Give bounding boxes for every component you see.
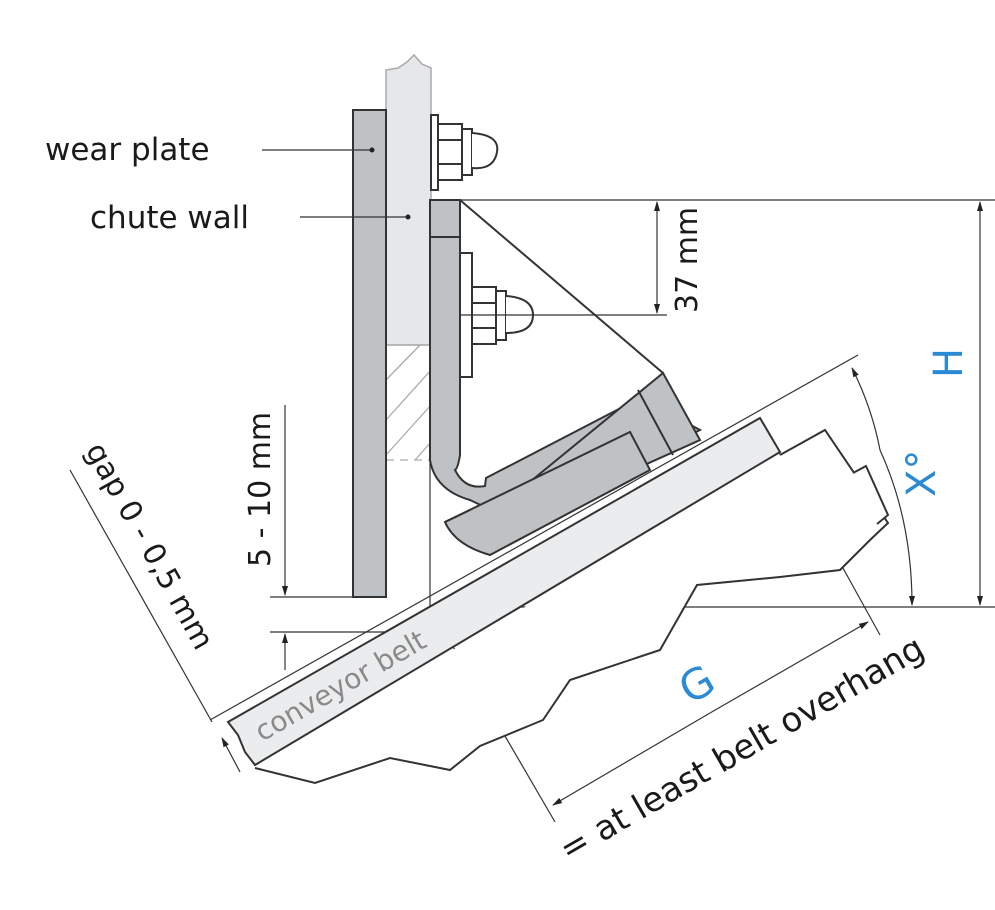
- chute-wall-hatch: [385, 344, 432, 461]
- gap-label: gap 0 - 0,5 mm: [78, 437, 220, 656]
- conveyor-belt: [226, 416, 782, 767]
- dim-G-label: G: [671, 655, 724, 714]
- idler-support: [254, 428, 890, 785]
- chute-wall: [385, 53, 432, 461]
- chute-wall-label: chute wall: [90, 200, 249, 236]
- dim-H-label: H: [926, 348, 972, 378]
- wear-plate-label: wear plate: [45, 132, 210, 168]
- dim-5-10-label: 5 - 10 mm: [243, 412, 278, 567]
- skirt-clamp: [429, 199, 703, 557]
- top-bolt-icon: [430, 114, 499, 191]
- wear-plate: [352, 109, 387, 598]
- dim-X-label: X°: [899, 450, 945, 497]
- dim-37-label: 37 mm: [670, 207, 705, 313]
- idler-tab: [852, 464, 890, 525]
